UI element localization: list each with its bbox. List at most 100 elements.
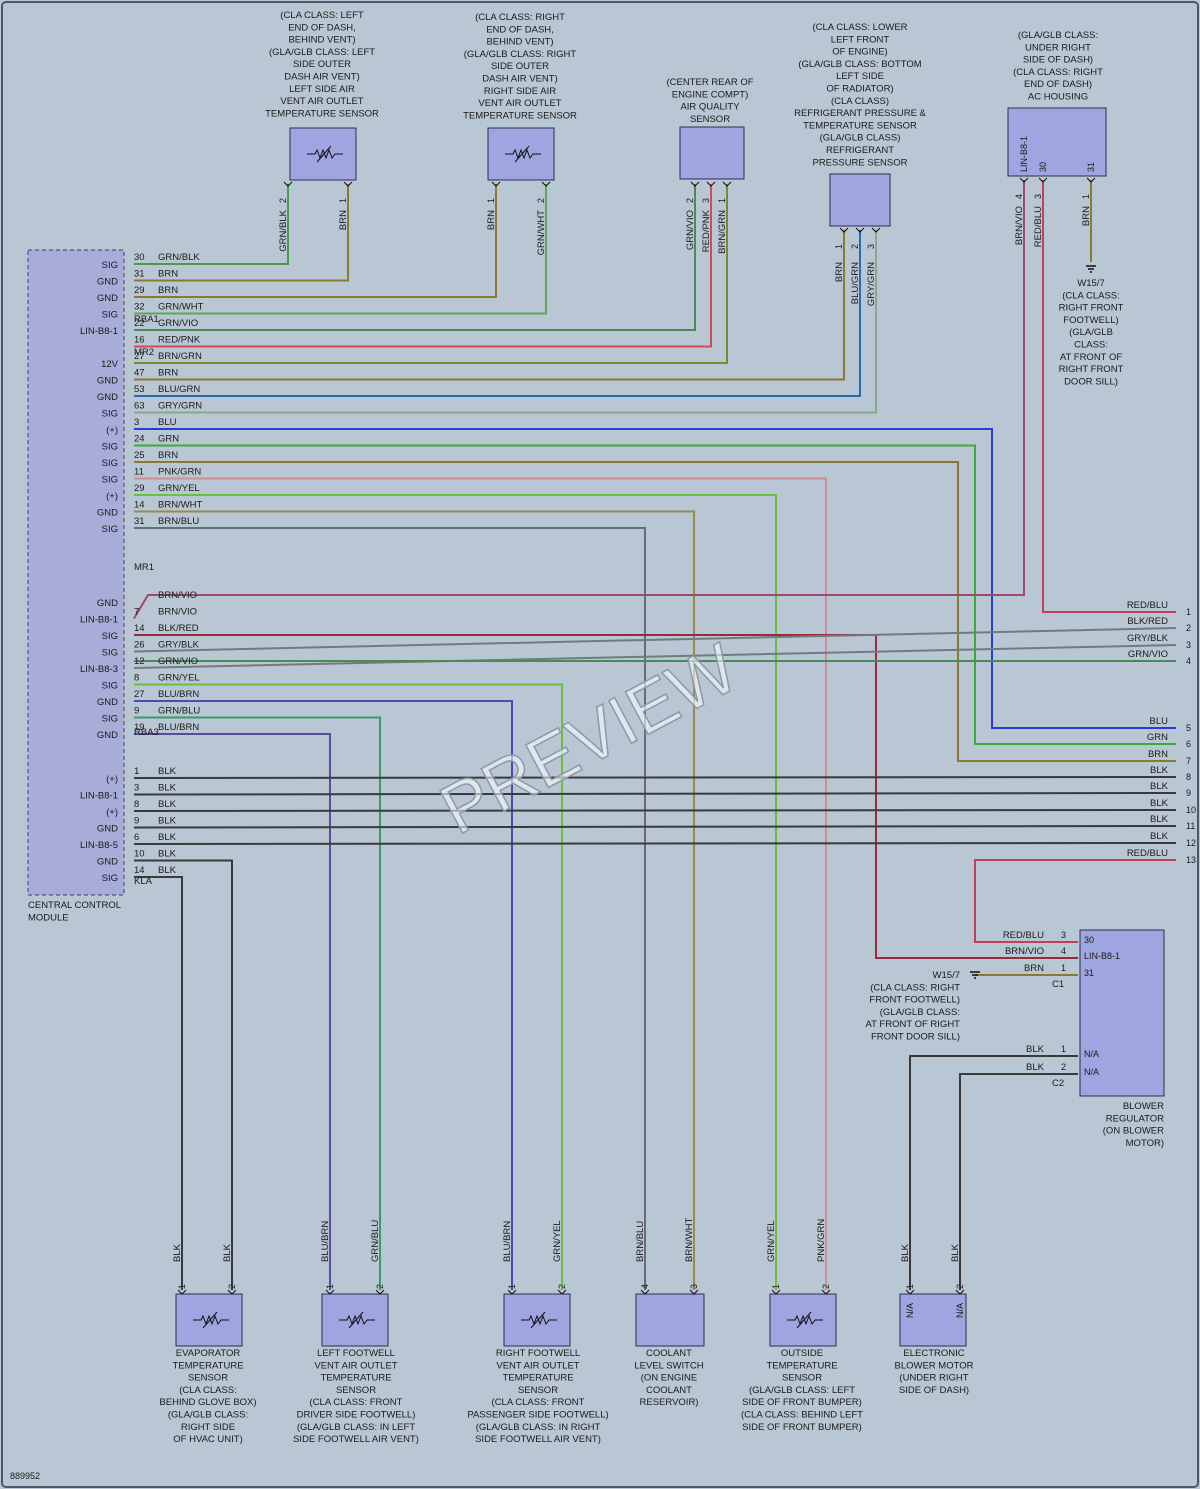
wire bbox=[134, 230, 877, 414]
module-pin-number: 27 bbox=[134, 689, 145, 700]
module-pin-function: GND bbox=[97, 508, 118, 519]
module-pin-function: GND bbox=[97, 598, 118, 609]
ac-housing-pin-id: LIN-B8-1 bbox=[1019, 136, 1029, 172]
pin-number: 2 bbox=[227, 1284, 237, 1289]
wire-label: BLK bbox=[172, 1243, 183, 1262]
module-wire-label: BLU/BRN bbox=[158, 722, 199, 733]
module-pin-function: SIG bbox=[102, 714, 118, 725]
wire-label: RED/PNK bbox=[701, 209, 712, 252]
wire-label: BRN bbox=[834, 262, 845, 282]
left-vent-sensor bbox=[289, 127, 357, 181]
wire bbox=[134, 876, 183, 1290]
wire-label: BRN bbox=[338, 210, 349, 230]
module-wire-label: GRN/WHT bbox=[158, 302, 204, 313]
module-pin-number: 47 bbox=[134, 368, 145, 379]
wire-label: GRN/WHT bbox=[536, 210, 547, 256]
wire bbox=[133, 842, 1177, 845]
wire bbox=[134, 184, 712, 348]
pin-chevron bbox=[690, 181, 700, 187]
wire-label: BLK bbox=[222, 1243, 233, 1262]
evaporator-sensor bbox=[175, 1293, 243, 1347]
module-pin-number: 16 bbox=[134, 335, 145, 346]
left-vent-sensor-arrow bbox=[316, 145, 332, 163]
pin-chevron bbox=[1038, 177, 1048, 183]
pin-chevron bbox=[1019, 177, 1029, 183]
module-wire-label: BLK bbox=[158, 865, 177, 876]
module-wire-label: BLK bbox=[158, 783, 177, 794]
pin-chevron bbox=[771, 1289, 781, 1295]
module-pin-number: 29 bbox=[134, 285, 145, 296]
pin-chevron bbox=[507, 1289, 517, 1295]
module-pin-function: SIG bbox=[102, 873, 118, 884]
ac-housing bbox=[1007, 107, 1107, 177]
module-pin-number: 63 bbox=[134, 401, 145, 412]
wire bbox=[134, 716, 381, 1290]
module-pin-number: 30 bbox=[134, 252, 145, 263]
module-pin-function: LIN-B8-1 bbox=[80, 791, 118, 802]
pin-chevron bbox=[955, 1289, 965, 1295]
module-pin-function: SIG bbox=[102, 631, 118, 642]
module-pin-function: SIG bbox=[102, 458, 118, 469]
pin-chevron bbox=[706, 181, 716, 187]
module-pin-function: SIG bbox=[102, 475, 118, 486]
wire bbox=[134, 230, 845, 381]
module-wire-label: BLK bbox=[158, 799, 177, 810]
module-pin-function: (+) bbox=[106, 491, 118, 502]
module-wire-label: BLK bbox=[158, 816, 177, 827]
pin-number: 3 bbox=[689, 1284, 699, 1289]
module-pin-number: 9 bbox=[134, 816, 139, 827]
pin-number: 1 bbox=[905, 1284, 915, 1289]
wire-label: BLU/GRN bbox=[850, 262, 861, 304]
wire bbox=[134, 184, 497, 298]
pin-number: 1 bbox=[717, 198, 727, 203]
right-connector-wire-label: BLK bbox=[1150, 814, 1169, 825]
blower-regulator-pin: 4 bbox=[1061, 946, 1066, 956]
pin-number: 3 bbox=[1033, 194, 1043, 199]
module-connector-id: RBA1 bbox=[134, 314, 159, 325]
blower-regulator-wire-label: BRN bbox=[1024, 963, 1044, 974]
blower-regulator-pin: 1 bbox=[1061, 963, 1066, 973]
module-pin-number: 22 bbox=[134, 318, 145, 329]
right-connector-pin: 11 bbox=[1186, 821, 1195, 831]
right-connector-wire-label: RED/BLU bbox=[1127, 600, 1168, 611]
pin-chevron bbox=[722, 181, 732, 187]
pin-number: 3 bbox=[701, 198, 711, 203]
module-pin-function: LIN-B8-1 bbox=[80, 615, 118, 626]
module-pin-function: 12V bbox=[101, 359, 119, 370]
wire-label: GRN/VIO bbox=[685, 210, 696, 250]
module-pin-function: SIG bbox=[102, 409, 118, 420]
wire bbox=[134, 428, 1176, 729]
module-pin-number: 14 bbox=[134, 623, 145, 634]
module-wire-label: BRN/BLU bbox=[158, 516, 199, 527]
wire-label: BRN/GRN bbox=[717, 210, 728, 254]
module-pin-number: 31 bbox=[134, 269, 145, 280]
wire bbox=[1042, 180, 1176, 613]
pin-chevron bbox=[689, 1289, 699, 1295]
wire bbox=[134, 700, 513, 1290]
figure-id: 889952 bbox=[10, 1471, 40, 1481]
module-connector-id: MR2 bbox=[134, 347, 154, 358]
module-pin-function: SIG bbox=[102, 648, 118, 659]
module-wire-label: GRY/BLK bbox=[158, 640, 200, 651]
pin-chevron bbox=[855, 227, 865, 233]
wire-label: PNK/GRN bbox=[816, 1219, 827, 1262]
module-pin-function: GND bbox=[97, 376, 118, 387]
module-pin-number: 29 bbox=[134, 483, 145, 494]
wire bbox=[134, 477, 827, 1290]
pin-chevron bbox=[325, 1289, 335, 1295]
module-wire-label: BRN bbox=[158, 450, 178, 461]
module-wire-label: RED/PNK bbox=[158, 335, 201, 346]
module-pin-function: SIG bbox=[102, 310, 118, 321]
module-wire-label: GRY/GRN bbox=[158, 401, 202, 412]
outside-sensor-arrow bbox=[796, 1311, 812, 1329]
wire-label: GRN/BLU bbox=[370, 1220, 381, 1262]
right-connector-pin: 3 bbox=[1186, 640, 1191, 650]
module-pin-function: LIN-B8-1 bbox=[80, 326, 118, 337]
right-vent-sensor bbox=[487, 127, 555, 181]
right-connector-pin: 10 bbox=[1186, 805, 1196, 815]
module-wire-label: BLK bbox=[158, 849, 177, 860]
